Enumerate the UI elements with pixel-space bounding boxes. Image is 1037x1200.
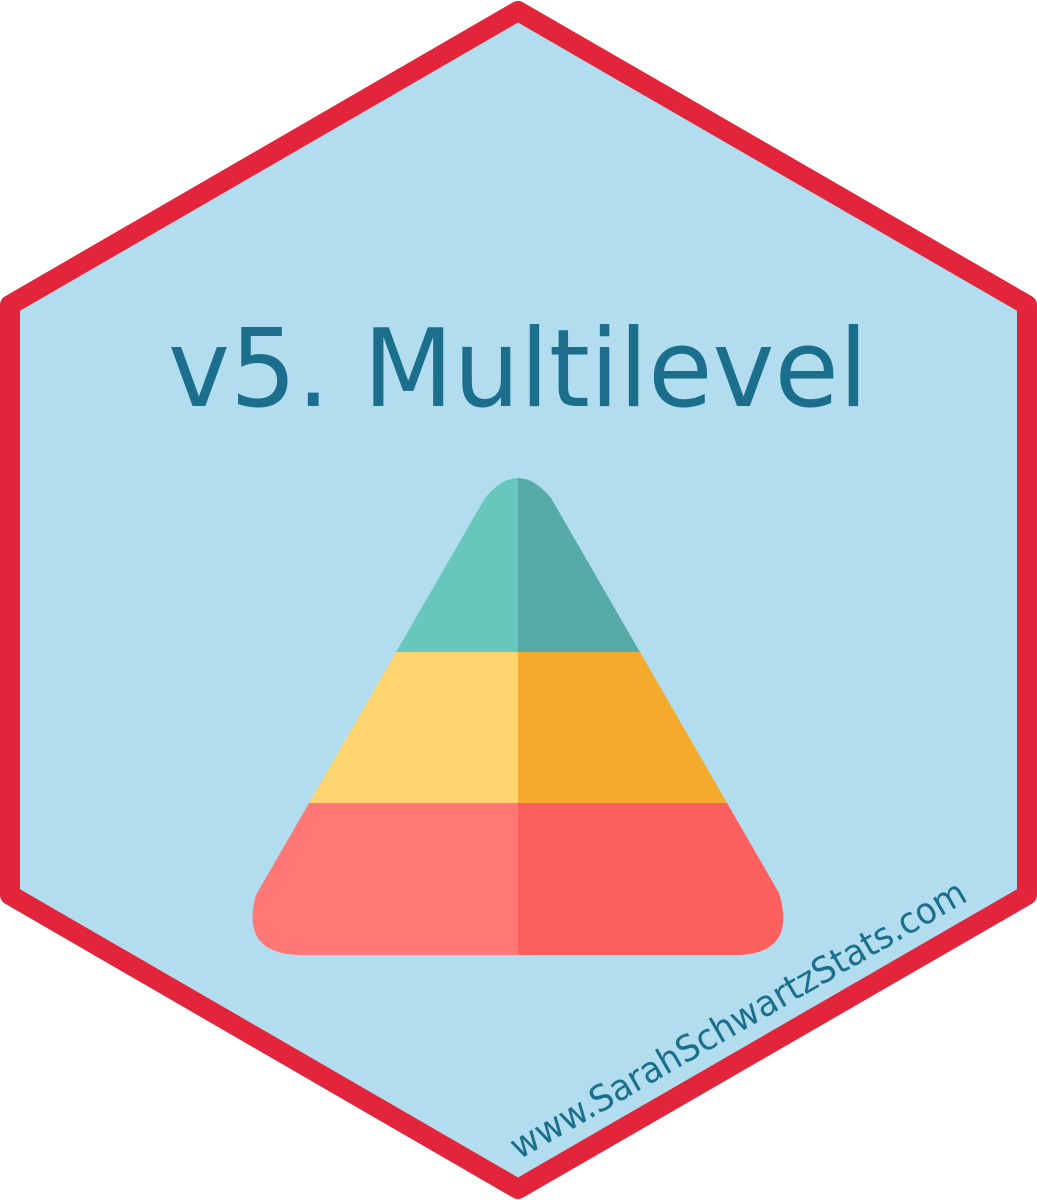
pyramid-bottom-left (252, 803, 518, 955)
sticker-title: v5. Multilevel (168, 307, 868, 432)
pyramid-bottom-right (518, 803, 784, 955)
